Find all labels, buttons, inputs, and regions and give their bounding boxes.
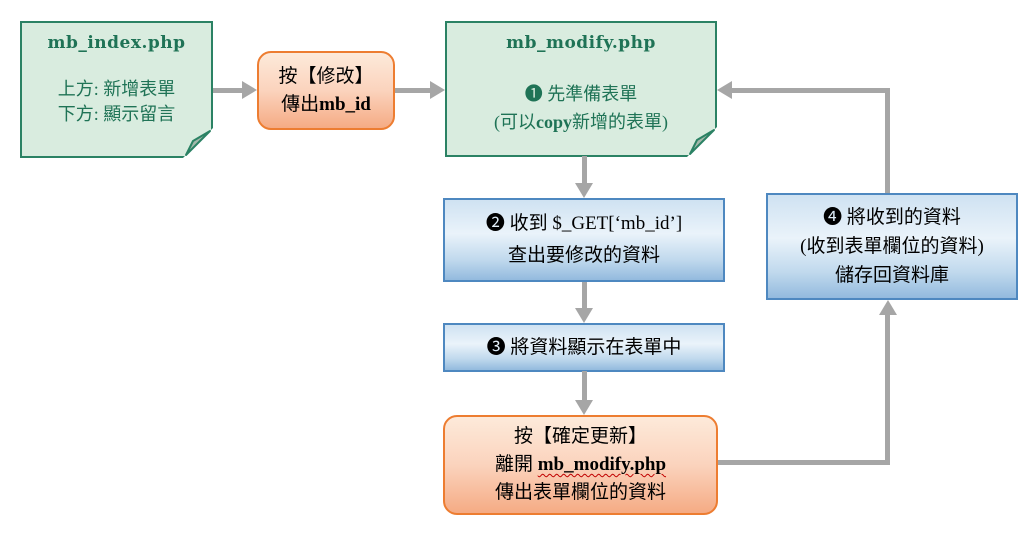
note-mb-index-line-2: 下方: 顯示留言 <box>57 104 176 124</box>
arrow-index-to-modify-head <box>242 81 257 99</box>
note-mb-modify-title: mb_modify.php <box>506 33 656 53</box>
note-mb-index-body: 上方: 新增表單 下方: 顯示留言 <box>22 77 211 127</box>
action-update-line-3: 傳出表單欄位的資料 <box>494 482 666 503</box>
step-4-line-1: ❹ 將收到的資料 <box>823 207 961 228</box>
note-mb-modify-body: ❶ 先準備表單 (可以copy新增的表單) <box>447 80 715 136</box>
note-mb-modify: mb_modify.php ❶ 先準備表單 (可以copy新增的表單) <box>445 21 717 157</box>
arrow-note-to-step2-shaft <box>582 156 587 183</box>
connector-step4-to-note-hsegment <box>732 88 890 93</box>
folded-corner-icon <box>183 128 213 158</box>
action-modify-line-2: 傳出mb_id <box>281 93 371 115</box>
action-modify-line-1: 按【修改】 <box>278 65 374 87</box>
step-2-line-1: ❷ 收到 $_GET[‘mb_id’] <box>485 213 683 234</box>
action-update-line-1: 按【確定更新】 <box>513 426 647 447</box>
arrow-step2-to-step3-head <box>575 308 593 323</box>
step-box-3: ❸ 將資料顯示在表單中 <box>443 323 725 372</box>
arrow-modify-to-note-head <box>430 81 445 99</box>
spellcheck-text: mb_modify.php <box>537 454 667 475</box>
arrow-step3-to-update-head <box>575 400 593 415</box>
note-mb-index: mb_index.php 上方: 新增表單 下方: 顯示留言 <box>20 21 213 158</box>
note-mb-modify-line-1: ❶ 先準備表單 <box>524 84 638 104</box>
connector-update-to-step4-head <box>879 300 897 315</box>
note-mb-modify-line-2: (可以copy新增的表單) <box>494 112 668 132</box>
connector-update-to-step4-vsegment <box>885 315 890 465</box>
step-4-line-2: (收到表單欄位的資料) <box>800 236 984 257</box>
arrow-note-to-step2-head <box>575 183 593 198</box>
arrow-step2-to-step3-shaft <box>582 282 587 308</box>
connector-update-to-step4-hsegment <box>718 460 890 465</box>
folded-corner-icon <box>687 127 717 157</box>
note-mb-index-title: mb_index.php <box>47 33 186 53</box>
arrow-step3-to-update-shaft <box>582 371 587 400</box>
connector-step4-to-note-vsegment <box>885 90 890 193</box>
action-box-press-modify: 按【修改】 傳出mb_id <box>257 51 395 130</box>
step-box-4: ❹ 將收到的資料 (收到表單欄位的資料) 儲存回資料庫 <box>766 193 1018 300</box>
connector-step4-to-note-head <box>717 81 732 99</box>
arrow-index-to-modify-shaft <box>213 88 242 93</box>
step-2-line-2: 查出要修改的資料 <box>507 245 660 266</box>
step-3-line-1: ❸ 將資料顯示在表單中 <box>486 336 682 358</box>
step-4-line-3: 儲存回資料庫 <box>834 265 949 286</box>
action-update-line-2: 離開 mb_modify.php <box>494 454 667 475</box>
step-box-2: ❷ 收到 $_GET[‘mb_id’] 查出要修改的資料 <box>443 198 725 282</box>
note-mb-index-line-1: 上方: 新增表單 <box>57 79 176 99</box>
action-box-press-update: 按【確定更新】 離開 mb_modify.php 傳出表單欄位的資料 <box>443 415 718 515</box>
arrow-modify-to-note-shaft <box>395 88 430 93</box>
